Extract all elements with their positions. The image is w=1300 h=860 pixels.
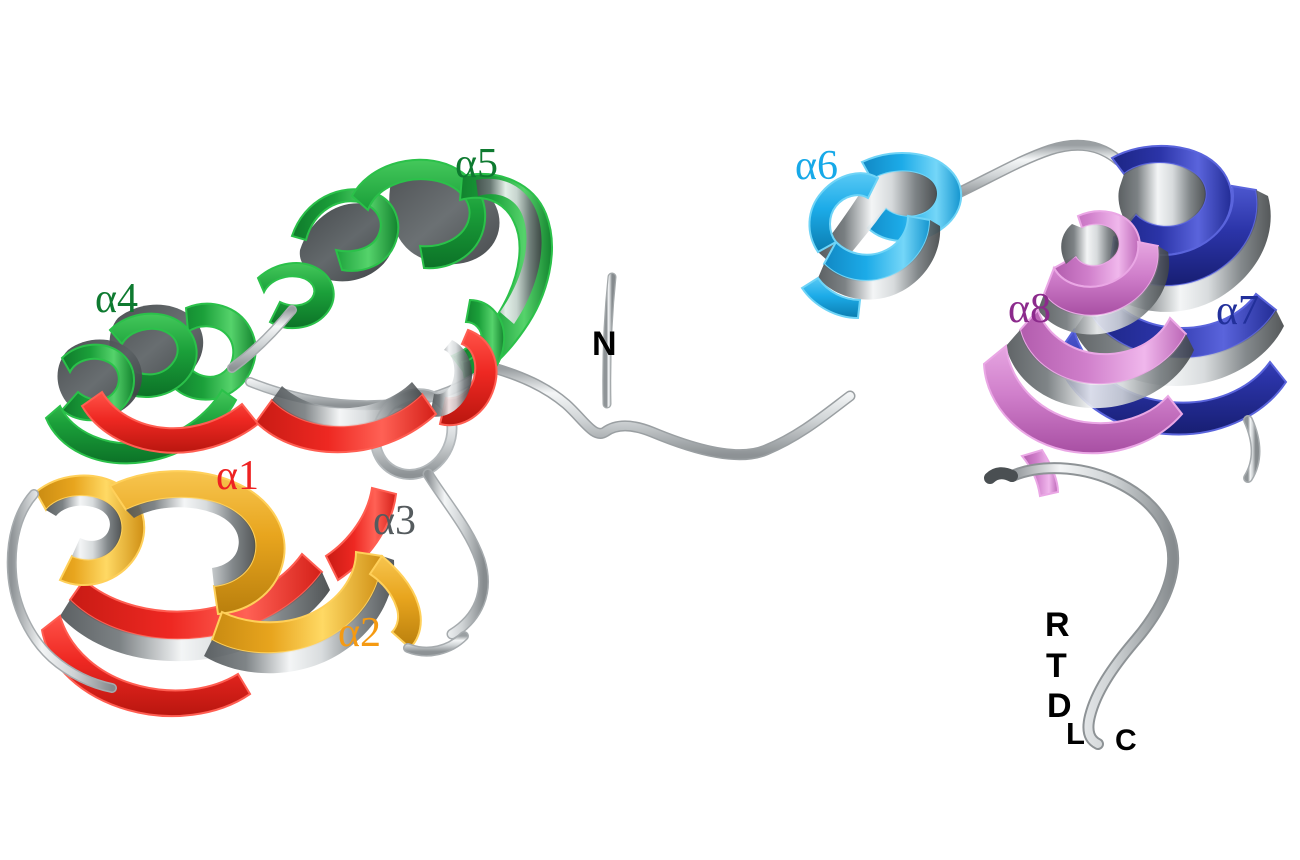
n-terminus-label: N (592, 325, 617, 363)
c-terminus-label: C (1115, 724, 1137, 757)
helix-alpha8-ribbon (982, 210, 1194, 498)
helix-label-alpha2: α2 (338, 610, 382, 656)
helix-alpha4-ribbon (44, 302, 497, 465)
helix-label-alpha1: α1 (216, 453, 260, 499)
residue-label-t: T (1046, 647, 1067, 685)
n-terminal-coil (602, 272, 617, 409)
helix-alpha5-ribbon (256, 158, 553, 388)
residue-label-r: R (1045, 606, 1070, 644)
helix-label-alpha5: α5 (455, 141, 499, 187)
helix-label-alpha4: α4 (95, 276, 139, 322)
alpha6-to-alpha7-coil (946, 139, 1124, 202)
residue-label-l: L (1066, 716, 1085, 751)
helix-label-alpha3: α3 (373, 498, 417, 544)
helix-label-alpha7: α7 (1216, 288, 1260, 334)
helix-alpha2-ribbon (6, 470, 469, 693)
helix-alpha1-ribbon (40, 328, 498, 718)
helix-alpha6-ribbon (800, 152, 963, 320)
helix-label-alpha6: α6 (795, 143, 839, 189)
residue-label-d: D (1047, 687, 1072, 725)
c-terminal-coil (984, 462, 1180, 750)
helix-label-alpha8: α8 (1008, 286, 1052, 332)
linker-loop-coil (491, 363, 856, 461)
